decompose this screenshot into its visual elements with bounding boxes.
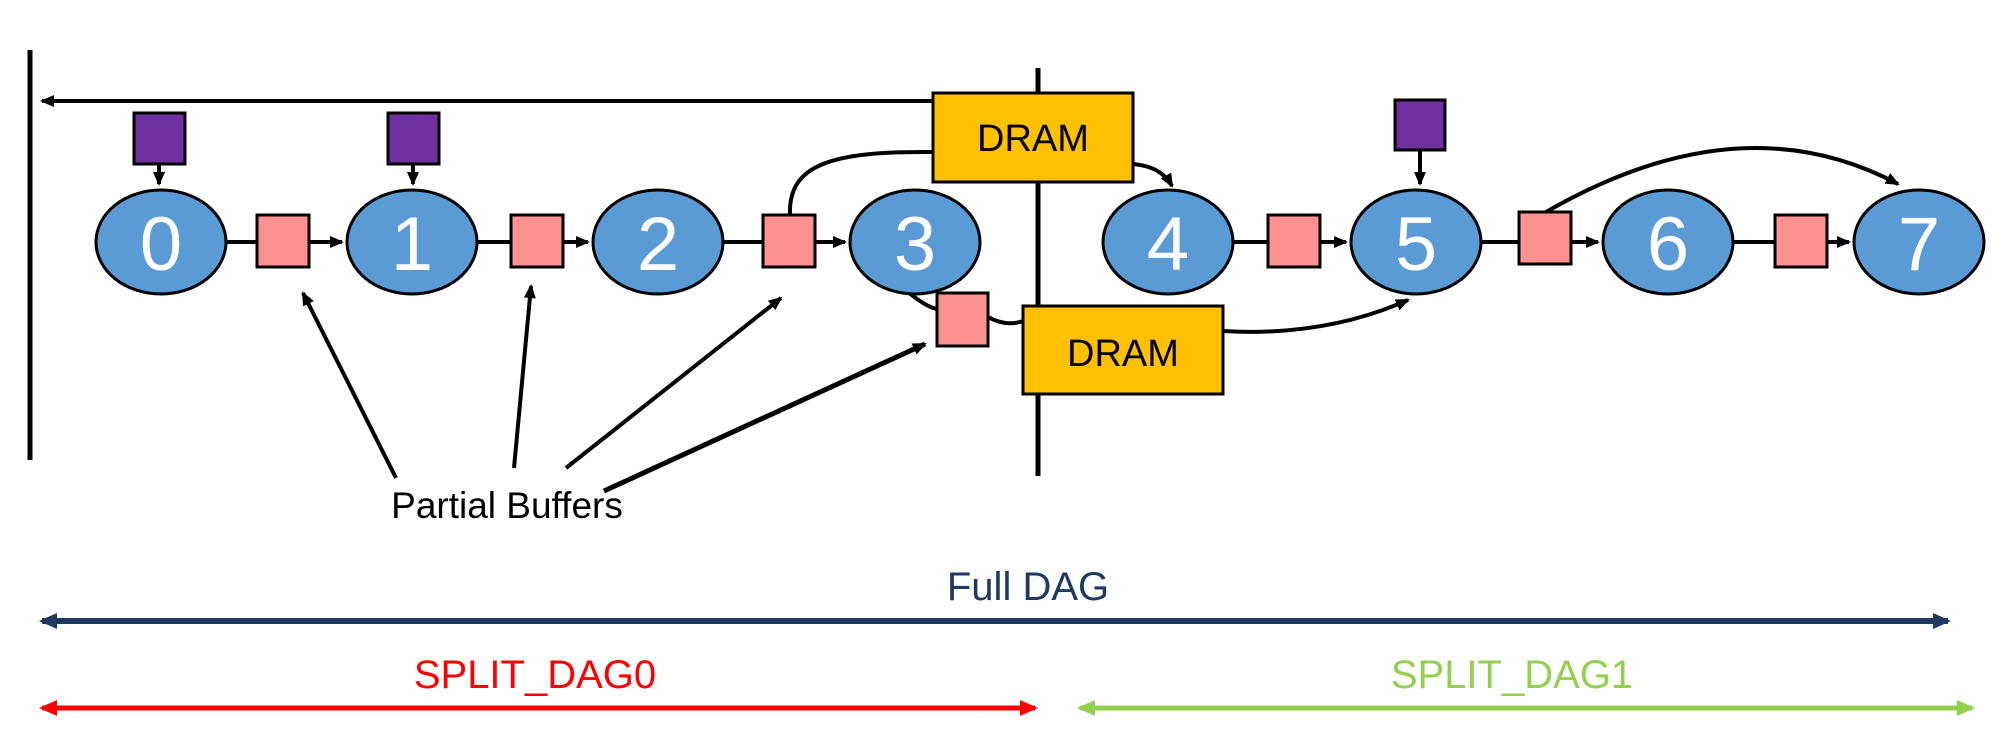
pointer-arrow-buffer-2-3 xyxy=(564,296,783,470)
buffer56-to-node7-arc xyxy=(1545,146,1900,214)
partial-buffer-6-7 xyxy=(1773,213,1829,269)
full-dag-label: Full DAG xyxy=(947,565,1109,609)
node-0-ellipse xyxy=(94,188,228,296)
node-4: 4 xyxy=(1101,188,1235,296)
purple-input-square-node1 xyxy=(386,111,441,166)
pointer-arrow-buffer-0-1 xyxy=(301,291,398,479)
buffer23-to-dram-curve xyxy=(787,149,934,216)
bottom-dram-to-node5-arrow xyxy=(1222,298,1410,334)
dram-top: DRAM xyxy=(931,91,1135,184)
dram-top-label: DRAM xyxy=(977,118,1089,160)
dram-bottom-box xyxy=(1021,304,1225,396)
node-5: 5 xyxy=(1349,188,1483,296)
node-1-ellipse xyxy=(345,188,479,296)
node-5-ellipse xyxy=(1349,188,1483,296)
pointer-arrow-buffer-node3 xyxy=(602,341,927,494)
partial-buffer-node3-dram xyxy=(935,291,990,348)
node-2: 2 xyxy=(591,188,725,296)
partial-buffers-label: Partial Buffers xyxy=(391,485,623,526)
node-3-ellipse xyxy=(848,188,982,296)
node-2-label: 2 xyxy=(637,202,679,287)
dram-bottom-label: DRAM xyxy=(1067,333,1179,375)
node-1-label: 1 xyxy=(391,202,433,287)
split-dag1-label: SPLIT_DAG1 xyxy=(1391,653,1633,697)
pointer-arrow-buffer-1-2 xyxy=(512,284,536,469)
node-7-ellipse xyxy=(1852,188,1986,296)
buffer-to-bottom-dram-curve xyxy=(987,315,1024,326)
node-2-ellipse xyxy=(591,188,725,296)
node-1: 1 xyxy=(345,188,479,296)
node-7-label: 7 xyxy=(1898,202,1940,287)
node-5-label: 5 xyxy=(1395,202,1437,287)
node-7: 7 xyxy=(1852,188,1986,296)
dram-bottom: DRAM xyxy=(1021,304,1225,396)
node-4-label: 4 xyxy=(1147,202,1189,287)
node-3: 3 xyxy=(848,188,982,296)
node-0-label: 0 xyxy=(140,202,182,287)
dram-top-box xyxy=(931,91,1135,184)
partial-buffer-2-3 xyxy=(761,213,817,269)
node-0: 0 xyxy=(94,188,228,296)
purple-input-square-node5 xyxy=(1393,98,1447,152)
partial-buffer-5-6 xyxy=(1517,210,1573,266)
node-6-ellipse xyxy=(1601,188,1735,296)
split-dag0-label: SPLIT_DAG0 xyxy=(414,653,656,697)
partial-buffer-0-1 xyxy=(255,213,311,269)
node-3-label: 3 xyxy=(894,202,936,287)
dram-to-node4-arrow xyxy=(1132,162,1174,188)
purple-input-square-node0 xyxy=(132,111,187,166)
node-6-label: 6 xyxy=(1647,202,1689,287)
partial-buffer-1-2 xyxy=(509,213,565,269)
partial-buffer-4-5 xyxy=(1266,213,1322,269)
node-6: 6 xyxy=(1601,188,1735,296)
node-4-ellipse xyxy=(1101,188,1235,296)
